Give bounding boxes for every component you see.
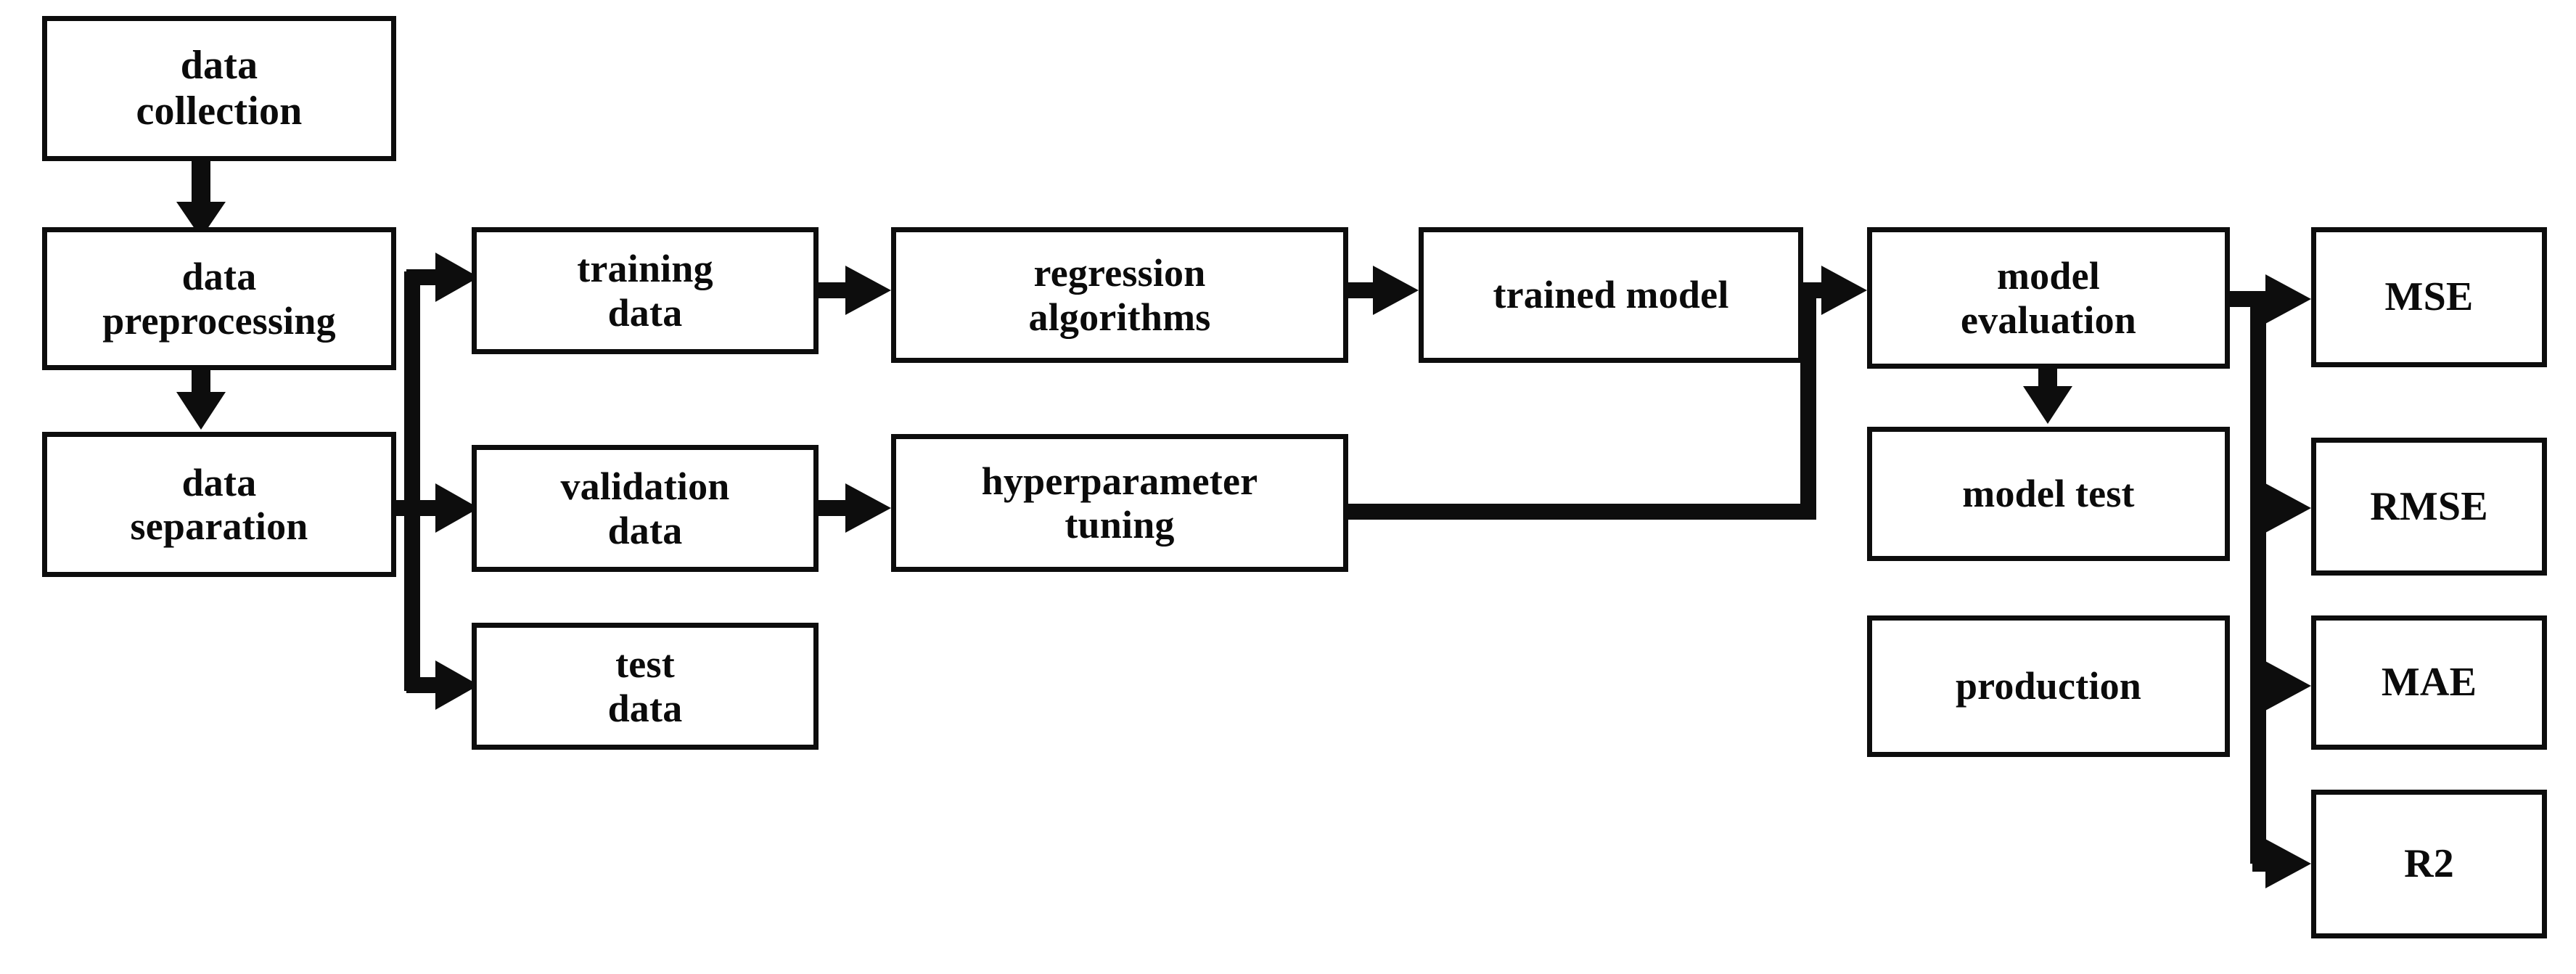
edge-metrics-bus xyxy=(2230,291,2266,864)
node-metric-mse[interactable]: MSE xyxy=(2311,227,2547,367)
node-production-line1: production xyxy=(1955,664,2142,708)
node-model-evaluation[interactable]: model evaluation xyxy=(1867,227,2230,369)
node-validation-data-line1: validation xyxy=(560,465,730,509)
node-metric-mae-label: MAE xyxy=(2381,660,2477,705)
node-model-test-line1: model test xyxy=(1962,472,2135,516)
node-hyperparameter-tuning[interactable]: hyperparameter tuning xyxy=(891,434,1348,572)
node-metric-mse-label: MSE xyxy=(2384,274,2474,320)
edge-validation-to-hyperparameter xyxy=(819,483,891,533)
node-data-preprocessing-line1: data xyxy=(181,255,257,299)
node-production[interactable]: production xyxy=(1867,615,2230,757)
node-data-collection[interactable]: data collection xyxy=(42,16,396,161)
node-metric-r2-label: R2 xyxy=(2404,841,2454,887)
edge-trained-model-to-model-evaluation xyxy=(1803,266,1867,315)
node-trained-model-line1: trained model xyxy=(1493,273,1729,317)
node-model-evaluation-line2: evaluation xyxy=(1960,298,2137,342)
node-metric-mae[interactable]: MAE xyxy=(2311,615,2547,750)
edge-separation-to-validation-data xyxy=(406,483,479,533)
node-hyperparameter-tuning-line1: hyperparameter xyxy=(981,459,1258,503)
edge-preprocessing-to-separation xyxy=(176,370,226,430)
edge-bus-to-mae xyxy=(2252,661,2311,711)
edge-bus-to-r2 xyxy=(2252,839,2311,888)
edge-model-evaluation-to-model-test xyxy=(2023,369,2072,424)
node-model-test[interactable]: model test xyxy=(1867,427,2230,561)
node-trained-model[interactable]: trained model xyxy=(1419,227,1803,363)
edge-training-to-regression xyxy=(819,266,891,315)
node-model-evaluation-line1: model xyxy=(1997,254,2100,298)
edge-regression-to-trained-model xyxy=(1348,266,1419,315)
node-hyperparameter-tuning-line2: tuning xyxy=(1065,503,1175,547)
edge-separation-to-training-data xyxy=(406,253,479,302)
node-regression-algorithms[interactable]: regression algorithms xyxy=(891,227,1348,363)
node-training-data-line2: data xyxy=(607,290,683,335)
node-data-separation-line1: data xyxy=(181,460,257,504)
node-regression-algorithms-line2: algorithms xyxy=(1028,295,1211,339)
node-data-preprocessing[interactable]: data preprocessing xyxy=(42,227,396,370)
node-data-collection-line1: data xyxy=(180,43,258,89)
node-data-preprocessing-line2: preprocessing xyxy=(102,298,336,343)
node-validation-data-line2: data xyxy=(607,508,683,552)
edge-separation-fork-bus xyxy=(395,271,421,691)
edge-bus-to-mse xyxy=(2252,274,2311,324)
node-data-separation[interactable]: data separation xyxy=(42,432,396,577)
node-data-separation-line2: separation xyxy=(130,504,308,548)
node-training-data[interactable]: training data xyxy=(472,227,819,354)
edge-bus-to-rmse xyxy=(2252,483,2311,533)
node-test-data-line1: test xyxy=(615,642,675,687)
node-metric-rmse-label: RMSE xyxy=(2370,483,2488,529)
node-metric-r2[interactable]: R2 xyxy=(2311,790,2547,938)
node-test-data-line2: data xyxy=(607,686,683,730)
node-metric-rmse[interactable]: RMSE xyxy=(2311,438,2547,576)
node-test-data[interactable]: test data xyxy=(472,623,819,750)
node-validation-data[interactable]: validation data xyxy=(472,445,819,572)
node-regression-algorithms-line1: regression xyxy=(1033,251,1206,295)
node-data-collection-line2: collection xyxy=(136,89,303,134)
edge-separation-to-test-data xyxy=(406,660,479,710)
node-training-data-line1: training xyxy=(577,247,713,291)
